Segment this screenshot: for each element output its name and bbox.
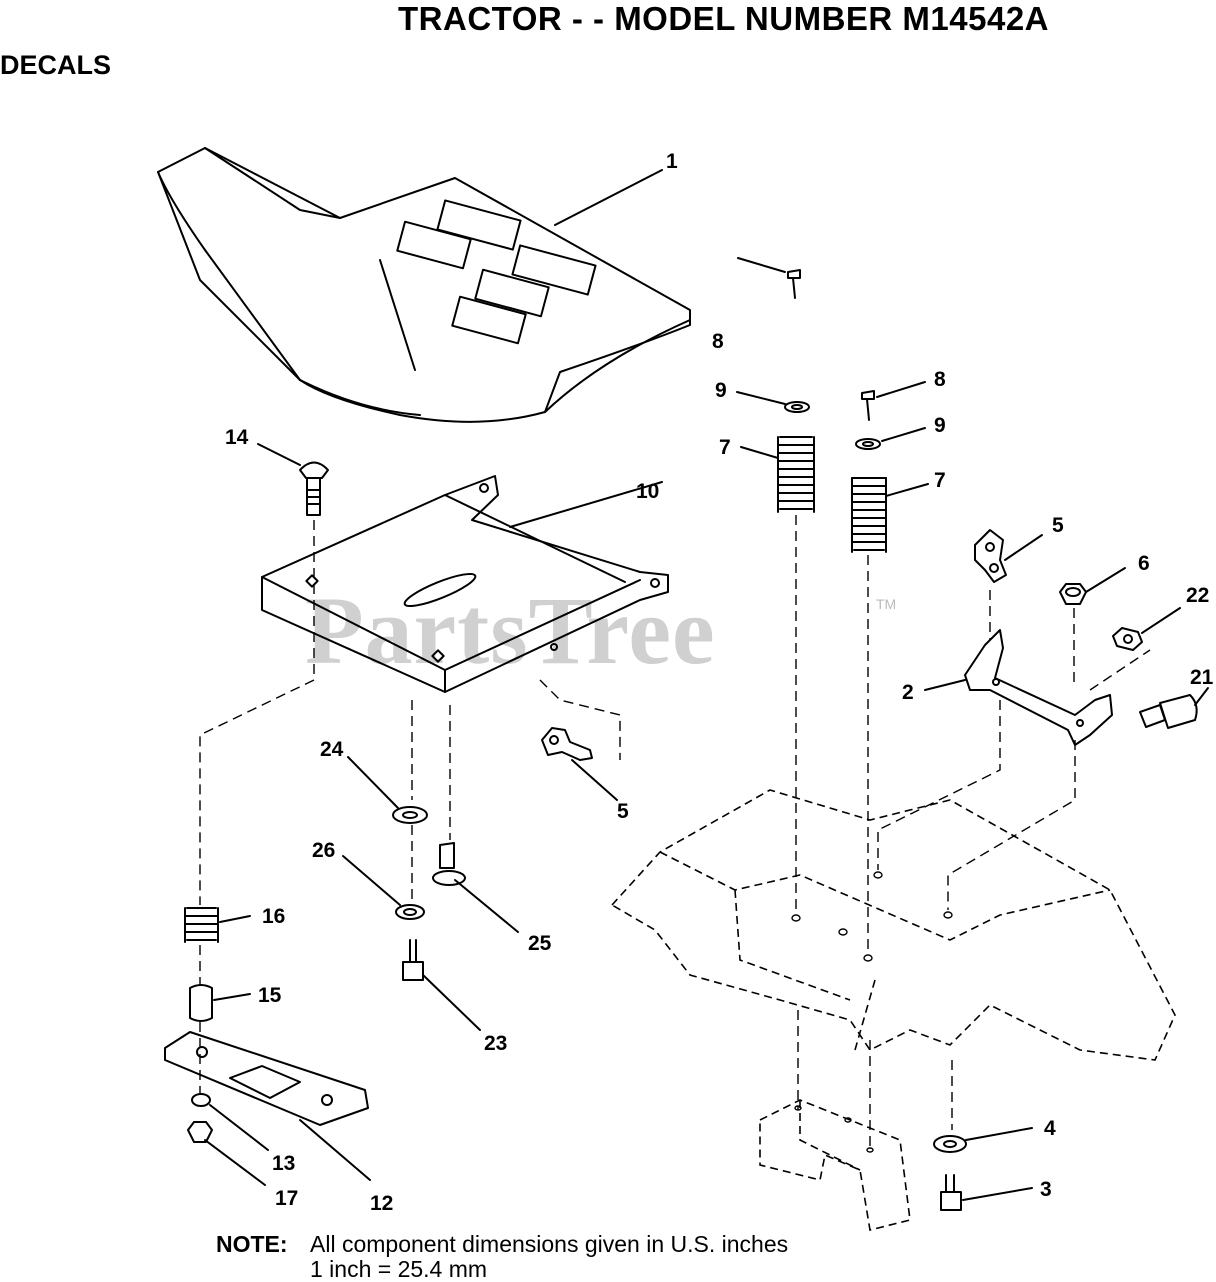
callout-6: 6 bbox=[1138, 552, 1150, 575]
nut-6-part bbox=[1059, 567, 1126, 605]
washer-13-part bbox=[191, 1093, 269, 1151]
note-label: NOTE: bbox=[216, 1231, 288, 1257]
plate-12-part bbox=[164, 1031, 371, 1181]
bolt-25-part bbox=[432, 842, 519, 933]
bolt-8-left-part bbox=[737, 257, 801, 299]
washer-26-part bbox=[342, 855, 425, 920]
callout-23: 23 bbox=[484, 1032, 507, 1055]
callout-10: 10 bbox=[636, 480, 659, 503]
frame-outline bbox=[610, 789, 1176, 1231]
bolt-8-right-part bbox=[861, 381, 926, 421]
spacer-15-part bbox=[189, 984, 251, 1022]
knob-5-right-part bbox=[974, 529, 1043, 583]
note-line-2: 1 inch = 25.4 mm bbox=[310, 1256, 488, 1282]
callout-labels: 1 8 8 9 9 7 7 14 10 5 6 22 2 21 24 5 26 … bbox=[225, 150, 1214, 1215]
callout-2: 2 bbox=[902, 681, 914, 704]
callout-22: 22 bbox=[1186, 584, 1209, 607]
callout-8-right: 8 bbox=[934, 368, 946, 391]
callout-14: 14 bbox=[225, 426, 249, 449]
knob-5-center-part bbox=[541, 727, 618, 801]
note-line-1: All component dimensions given in U.S. i… bbox=[310, 1231, 789, 1257]
washer-9-right-part bbox=[855, 427, 926, 450]
spring-7-right-part bbox=[851, 477, 929, 553]
nut-22-part bbox=[1112, 607, 1181, 651]
washer-9-left-part bbox=[736, 391, 810, 413]
nut-17-part bbox=[187, 1121, 266, 1186]
bracket-2-part bbox=[924, 629, 1113, 746]
callout-13: 13 bbox=[272, 1152, 295, 1175]
dimension-note: NOTE: All component dimensions given in U… bbox=[216, 1232, 788, 1282]
callout-17: 17 bbox=[275, 1187, 298, 1210]
seat-pan-part bbox=[261, 475, 669, 693]
washer-24-part bbox=[347, 756, 428, 824]
callout-16: 16 bbox=[262, 905, 285, 928]
bolt-23-part bbox=[402, 939, 481, 1031]
callout-15: 15 bbox=[258, 984, 282, 1007]
callout-7-right: 7 bbox=[934, 469, 946, 492]
callout-12: 12 bbox=[370, 1192, 393, 1215]
callout-21: 21 bbox=[1190, 666, 1214, 689]
callout-24: 24 bbox=[320, 738, 344, 761]
callout-5-right: 5 bbox=[1052, 514, 1064, 537]
washer-4-part bbox=[933, 1127, 1033, 1153]
callout-25: 25 bbox=[528, 932, 552, 955]
callout-26: 26 bbox=[312, 839, 335, 862]
bolt-3-part bbox=[940, 1174, 1033, 1211]
frame-holes bbox=[791, 871, 953, 1153]
watermark: PartsTree bbox=[305, 577, 716, 684]
callout-9-right: 9 bbox=[934, 414, 946, 437]
callout-7-left: 7 bbox=[719, 436, 731, 459]
carriage-bolt-part bbox=[257, 443, 329, 516]
spring-16-part bbox=[184, 907, 251, 943]
callout-1: 1 bbox=[666, 150, 678, 173]
callout-8-left: 8 bbox=[712, 330, 724, 353]
callout-9-left: 9 bbox=[715, 379, 727, 402]
assembly-centerlines bbox=[199, 515, 1151, 1150]
section-title: DECALS bbox=[0, 50, 112, 80]
callout-3: 3 bbox=[1040, 1178, 1052, 1201]
seat-part bbox=[157, 147, 691, 423]
callout-4: 4 bbox=[1044, 1117, 1056, 1140]
bolt-21-part bbox=[1139, 687, 1209, 729]
diagram-title: TRACTOR - - MODEL NUMBER M14542A bbox=[398, 0, 1050, 37]
callout-5-center: 5 bbox=[617, 800, 629, 823]
watermark-trademark: TM bbox=[876, 596, 897, 612]
spring-7-left-part bbox=[740, 436, 815, 513]
